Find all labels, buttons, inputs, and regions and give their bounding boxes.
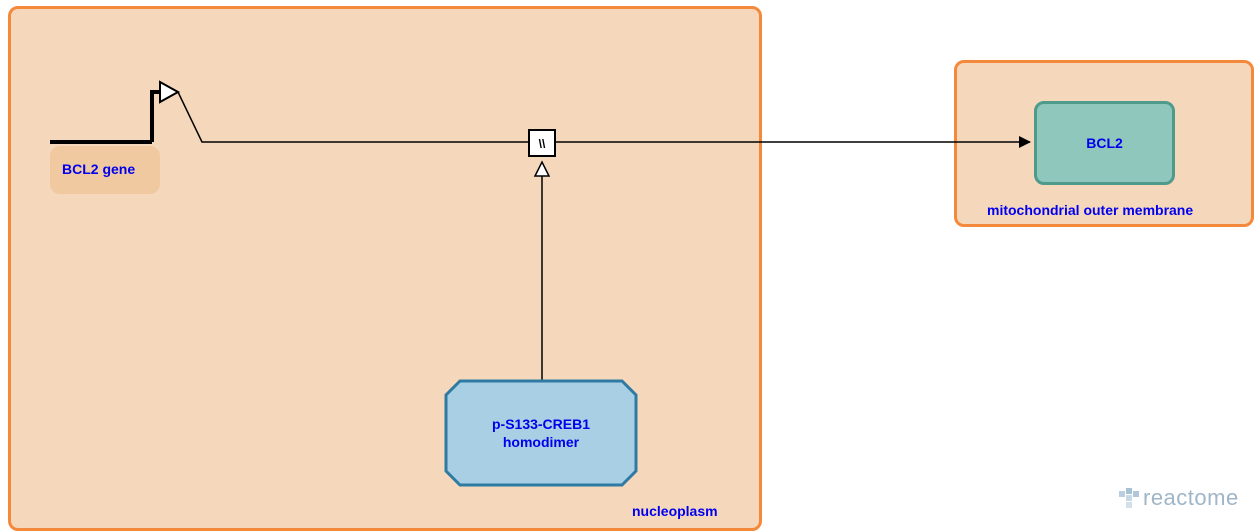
gene-label: BCL2 gene [62, 161, 136, 177]
reaction-node[interactable] [528, 129, 556, 157]
nucleoplasm-label: nucleoplasm [632, 503, 718, 519]
reactome-logo: reactome [1117, 485, 1239, 511]
complex-label-line2: homodimer [502, 434, 580, 450]
reactome-logo-text: reactome [1143, 485, 1239, 510]
mito-label: mitochondrial outer membrane [987, 202, 1194, 218]
reaction-node-symbol: \\ [539, 137, 546, 151]
regulation-arrowhead [533, 160, 551, 177]
input-edge [177, 91, 528, 143]
gene-node[interactable] [50, 146, 160, 194]
gene-promoter-arrow [50, 80, 181, 144]
protein-label: BCL2 [1086, 135, 1123, 151]
complex-node[interactable] [444, 379, 638, 487]
protein-node[interactable]: BCL2 [1034, 101, 1175, 185]
complex-label-wrap: p-S133-CREB1 homodimer [446, 380, 636, 486]
complex-label-line1: p-S133-CREB1 [491, 416, 591, 432]
reactome-logo-icon [1119, 488, 1139, 508]
